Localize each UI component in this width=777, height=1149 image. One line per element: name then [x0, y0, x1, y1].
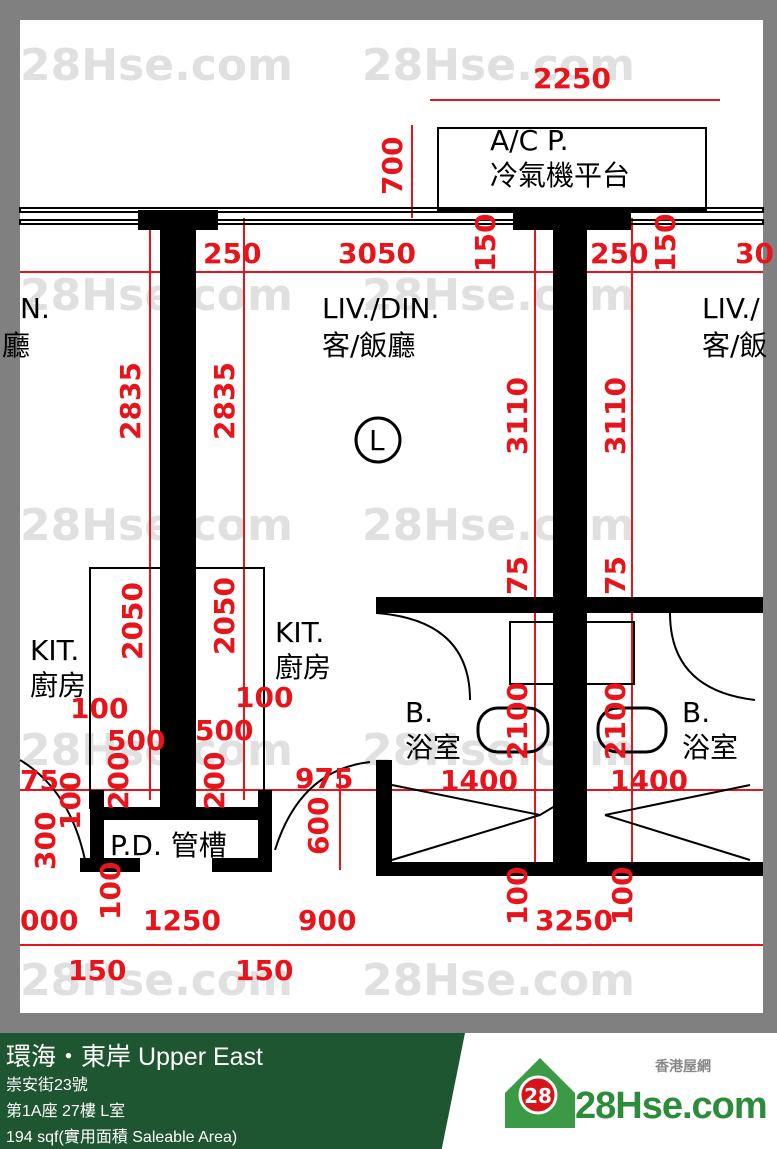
- svg-text:700: 700: [376, 137, 409, 195]
- svg-text:1250: 1250: [143, 904, 221, 937]
- svg-text:30: 30: [735, 237, 774, 270]
- svg-text:N.: N.: [20, 292, 50, 325]
- svg-text:500: 500: [195, 714, 253, 747]
- svg-text:100: 100: [606, 867, 639, 925]
- svg-text:3110: 3110: [599, 377, 632, 455]
- liv-label-en: LIV./DIN.: [322, 292, 439, 325]
- logo-subtitle: 香港屋網: [655, 1058, 711, 1074]
- svg-text:1400: 1400: [610, 764, 688, 797]
- svg-text:3110: 3110: [501, 377, 534, 455]
- svg-text:975: 975: [295, 762, 353, 795]
- room-labels: A/C P. 冷氣機平台 LIV./DIN. 客/飯廳 LIV./ 客/飯 N.…: [2, 124, 767, 862]
- svg-text:100: 100: [94, 862, 127, 920]
- svg-text:2100: 2100: [501, 682, 534, 760]
- unit-marker: L: [369, 424, 385, 457]
- svg-text:3050: 3050: [338, 237, 416, 270]
- svg-text:28Hse.com: 28Hse.com: [362, 500, 635, 551]
- kit-label-zh: 廚房: [30, 669, 86, 702]
- kit-label-en: KIT.: [30, 634, 79, 667]
- property-title: 環海・東岸 Upper East: [6, 1043, 264, 1071]
- property-unit: 第1A座 27樓 L室: [6, 1103, 126, 1120]
- svg-text:2835: 2835: [208, 362, 241, 440]
- dimension-labels: 2250 700 250 3050 150 250 150 30 2835 28…: [20, 62, 774, 987]
- bath-label-zh: 浴室: [405, 731, 461, 764]
- svg-text:28Hse.com: 28Hse.com: [20, 40, 293, 91]
- svg-text:100: 100: [235, 681, 293, 714]
- liv-label-zh: 客/飯廳: [322, 329, 415, 362]
- svg-text:客/飯: 客/飯: [702, 329, 767, 362]
- svg-text:廳: 廳: [2, 329, 30, 362]
- svg-text:3250: 3250: [535, 904, 613, 937]
- ac-label-zh: 冷氣機平台: [490, 159, 630, 192]
- svg-text:28Hse.com: 28Hse.com: [20, 270, 293, 321]
- property-address: 崇安街23號: [6, 1077, 88, 1094]
- logo-text: 28Hse.com: [575, 1085, 768, 1127]
- 28hse-logo-icon: 28: [505, 1058, 575, 1128]
- svg-text:250: 250: [590, 237, 648, 270]
- svg-text:75: 75: [599, 556, 632, 595]
- svg-text:2835: 2835: [114, 362, 147, 440]
- walls: [19, 127, 764, 876]
- listing-banner: 環海・東岸 Upper East 崇安街23號 第1A座 27樓 L室 194 …: [0, 1033, 777, 1149]
- svg-text:1400: 1400: [440, 764, 518, 797]
- banner-info-panel: 環海・東岸 Upper East 崇安街23號 第1A座 27樓 L室 194 …: [0, 1033, 465, 1149]
- pd-label: P.D. 管槽: [110, 829, 227, 862]
- ac-label-en: A/C P.: [490, 124, 568, 157]
- svg-text:2250: 2250: [533, 62, 611, 95]
- svg-text:000: 000: [20, 904, 78, 937]
- svg-text:150: 150: [235, 954, 293, 987]
- svg-text:250: 250: [203, 237, 261, 270]
- svg-text:28Hse.com: 28Hse.com: [362, 40, 635, 91]
- svg-text:2100: 2100: [599, 682, 632, 760]
- svg-text:200: 200: [102, 752, 135, 810]
- svg-text:600: 600: [302, 797, 335, 855]
- dimension-lines: [20, 99, 763, 946]
- svg-text:75: 75: [501, 556, 534, 595]
- bath-label-en: B.: [405, 696, 433, 729]
- svg-text:150: 150: [68, 954, 126, 987]
- svg-text:浴室: 浴室: [682, 731, 738, 764]
- svg-text:28Hse.com: 28Hse.com: [362, 270, 635, 321]
- svg-text:廚房: 廚房: [275, 651, 331, 684]
- svg-text:LIV./: LIV./: [702, 292, 760, 325]
- svg-text:100: 100: [54, 772, 87, 830]
- svg-text:500: 500: [107, 724, 165, 757]
- watermarks: 28Hse.com 28Hse.com 28Hse.com 28Hse.com …: [20, 40, 635, 1006]
- svg-text:28Hse.com: 28Hse.com: [362, 955, 635, 1006]
- svg-text:KIT.: KIT.: [275, 616, 324, 649]
- svg-text:200: 200: [198, 752, 231, 810]
- svg-text:28Hse.com: 28Hse.com: [20, 500, 293, 551]
- svg-text:100: 100: [501, 867, 534, 925]
- svg-text:28Hse.com: 28Hse.com: [20, 725, 293, 776]
- svg-text:28: 28: [524, 1084, 552, 1108]
- svg-text:150: 150: [469, 214, 502, 272]
- svg-text:75: 75: [20, 764, 59, 797]
- svg-text:100: 100: [70, 692, 128, 725]
- svg-text:2050: 2050: [208, 577, 241, 655]
- svg-text:28Hse.com: 28Hse.com: [20, 955, 293, 1006]
- property-area: 194 sqf(實用面積 Saleable Area): [6, 1129, 238, 1146]
- svg-text:900: 900: [298, 904, 356, 937]
- svg-text:300: 300: [29, 812, 62, 870]
- svg-text:2050: 2050: [116, 582, 149, 660]
- svg-text:B.: B.: [682, 696, 710, 729]
- svg-text:150: 150: [649, 214, 682, 272]
